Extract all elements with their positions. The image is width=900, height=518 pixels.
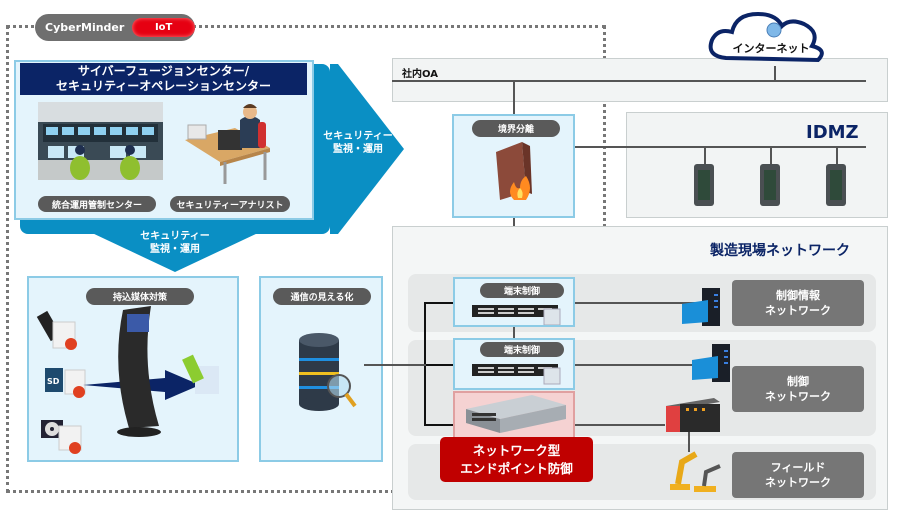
arrow-down-label-line1: セキュリティー bbox=[140, 231, 210, 242]
field-link-line bbox=[688, 432, 690, 452]
endpoint-control-label-2: 端末制御 bbox=[480, 342, 564, 357]
kiosk-icon bbox=[117, 306, 161, 437]
brand-name: CyberMinder bbox=[45, 21, 125, 34]
idmz-drop-3 bbox=[836, 148, 838, 164]
server-icon bbox=[760, 164, 780, 206]
arrow-right-label-line1: セキュリティー bbox=[323, 131, 393, 142]
node-connector bbox=[513, 327, 515, 339]
zone-label-line2: ネットワーク bbox=[765, 304, 831, 317]
hmi-workstation-icon bbox=[692, 344, 730, 382]
soc-item-control-center: 統合運用管制センター bbox=[38, 196, 156, 212]
zone-label-control-info: 制御情報ネットワーク bbox=[732, 280, 864, 326]
database-search-icon bbox=[299, 333, 357, 411]
arrow-right-label: セキュリティー 監視・運用 bbox=[318, 130, 398, 156]
svg-text:SD: SD bbox=[47, 377, 60, 386]
control-info-link-line bbox=[575, 302, 699, 304]
boundary-label: 境界分離 bbox=[472, 120, 560, 137]
hmi-workstation-icon bbox=[682, 288, 720, 326]
visibility-panel-title: 通信の見える化 bbox=[273, 288, 371, 305]
media-panel-title: 持込媒体対策 bbox=[86, 288, 194, 305]
server-icon bbox=[694, 164, 714, 206]
idmz-label: IDMZ bbox=[806, 122, 859, 143]
analyst-at-desk-icon bbox=[185, 104, 270, 184]
media-illustration: SD bbox=[36, 306, 219, 454]
sensor-link-2 bbox=[424, 364, 454, 366]
cd-icon bbox=[41, 420, 82, 454]
soc-title-line2: セキュリティーオペレーションセンター bbox=[55, 79, 272, 93]
industrial-robot-icon bbox=[670, 451, 721, 492]
control-room-photo bbox=[38, 102, 163, 180]
usb-drive-icon bbox=[36, 310, 77, 350]
idmz-drop-1 bbox=[704, 148, 706, 164]
switch-appliance-icon bbox=[472, 305, 561, 325]
network-endpoint-defense-label: ネットワーク型エンドポイント防御 bbox=[440, 437, 593, 482]
zone-label-line1: 制御 bbox=[787, 375, 809, 388]
plc-link-line bbox=[575, 424, 665, 426]
iot-badge: IoT bbox=[132, 18, 195, 37]
soc-title-line1: サイバーフュージョンセンター/ bbox=[77, 64, 250, 78]
network-switch-icon bbox=[466, 395, 566, 433]
soc-title: サイバーフュージョンセンター/ セキュリティーオペレーションセンター bbox=[20, 63, 307, 95]
office-network-label: 社内OA bbox=[402, 69, 438, 80]
arrow-down-label-line2: 監視・運用 bbox=[150, 244, 200, 255]
internet-label: インターネット bbox=[732, 42, 810, 55]
idmz-drop-2 bbox=[770, 148, 772, 164]
sd-card-icon: SD bbox=[45, 368, 86, 398]
firewall-icon bbox=[496, 142, 532, 200]
brand-tag: CyberMinder IoT bbox=[35, 14, 195, 41]
endpoint-control-label-1: 端末制御 bbox=[480, 283, 564, 298]
sensor-link-1 bbox=[424, 302, 454, 304]
plc-controller-icon bbox=[666, 398, 720, 432]
office-bus-line bbox=[392, 80, 866, 82]
arrow-right-label-line2: 監視・運用 bbox=[333, 144, 383, 155]
zone-label-line1: フィールド bbox=[770, 461, 826, 474]
switch-appliance-icon bbox=[472, 364, 561, 385]
arrow-right-shape bbox=[330, 64, 404, 234]
server-icon bbox=[826, 164, 846, 206]
idmz-bus-line bbox=[574, 146, 866, 148]
arrow-down-shape bbox=[90, 232, 260, 272]
ndr-label-line2: エンドポイント防御 bbox=[460, 460, 573, 476]
soc-item-analyst: セキュリティーアナリスト bbox=[170, 196, 290, 212]
internet-link-line bbox=[774, 66, 776, 81]
oa-to-boundary-line bbox=[513, 81, 515, 115]
plant-network-label: 製造現場ネットワーク bbox=[710, 243, 850, 259]
visibility-to-trunk-line bbox=[364, 364, 426, 366]
zone-label-field: フィールドネットワーク bbox=[732, 452, 864, 498]
zone-label-line2: ネットワーク bbox=[765, 390, 831, 403]
arrow-down-label: セキュリティー 監視・運用 bbox=[130, 230, 220, 256]
internet-cloud-icon bbox=[708, 11, 824, 63]
zone-label-line1: 制御情報 bbox=[776, 289, 820, 302]
clean-usb-icon bbox=[182, 354, 219, 394]
ndr-label-line1: ネットワーク型 bbox=[472, 442, 561, 458]
sensor-link-3 bbox=[424, 424, 454, 426]
zone-label-line2: ネットワーク bbox=[765, 476, 831, 489]
control-link-line bbox=[575, 364, 711, 366]
zone-label-control: 制御ネットワーク bbox=[732, 366, 864, 412]
